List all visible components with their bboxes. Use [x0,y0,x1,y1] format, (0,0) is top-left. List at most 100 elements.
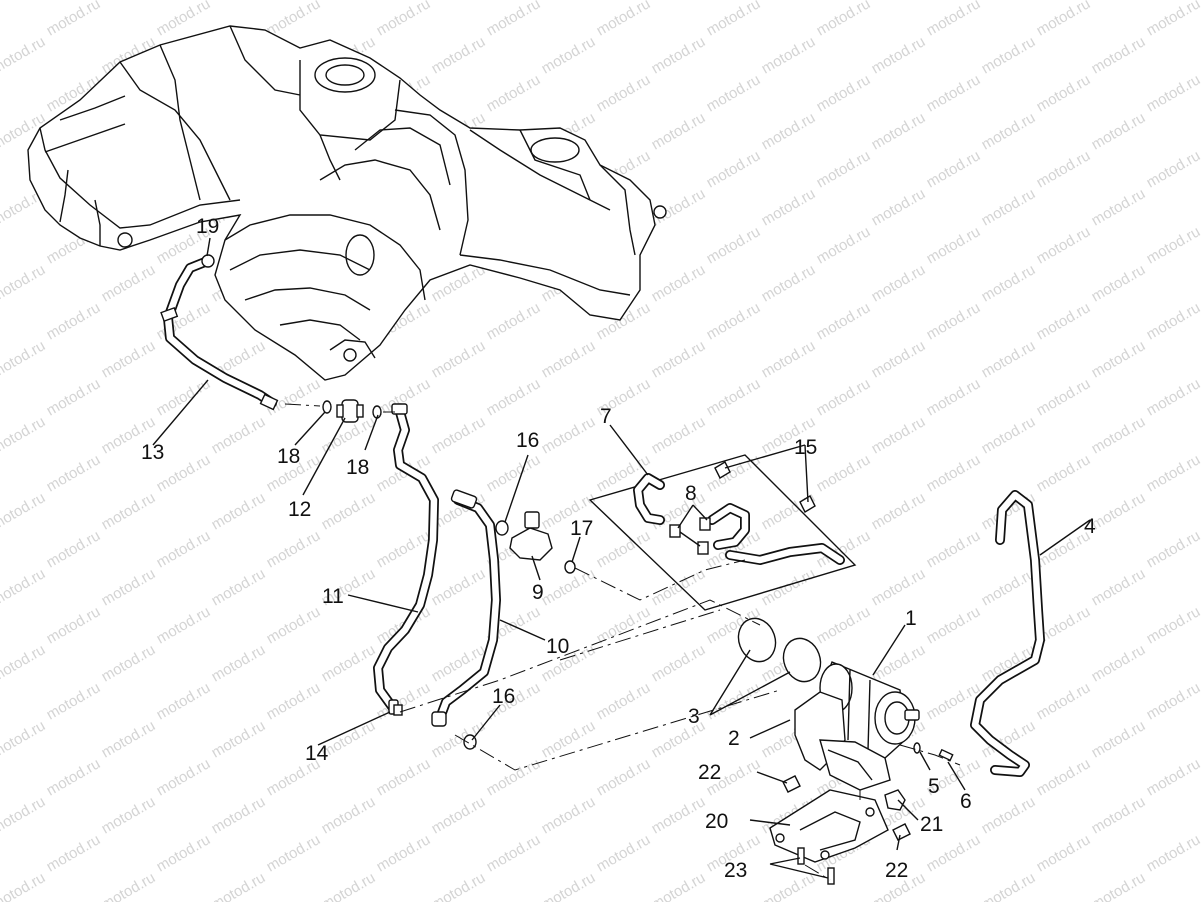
watermark-text: motod.ru [99,565,159,609]
watermark-text: motod.ru [979,0,1039,1]
watermark-text: motod.ru [374,831,434,875]
clamp-18a [322,400,332,414]
watermark-text: motod.ru [539,793,599,837]
watermark-text: motod.ru [814,0,874,39]
watermark-text: motod.ru [594,679,654,723]
watermark-text: motod.ru [429,337,489,381]
watermark-text: motod.ru [0,793,48,837]
watermark-text: motod.ru [154,299,214,343]
watermark-text: motod.ru [1144,0,1202,39]
watermark-text: motod.ru [924,147,984,191]
watermark-text: motod.ru [924,299,984,343]
hose-13 [160,254,279,411]
watermark-text: motod.ru [1034,755,1094,799]
watermark-text: motod.ru [539,413,599,457]
watermark-text: motod.ru [594,0,654,39]
watermark-text: motod.ru [99,489,159,533]
watermark-text: motod.ru [154,679,214,723]
watermark-text: motod.ru [319,641,379,685]
watermark-text: motod.ru [429,0,489,1]
watermark-text: motod.ru [649,413,709,457]
watermark-text: motod.ru [1144,603,1202,647]
watermark-text: motod.ru [1034,147,1094,191]
watermark-text: motod.ru [374,755,434,799]
watermark-text: motod.ru [1089,717,1149,761]
watermark-text: motod.ru [1089,641,1149,685]
watermark-text: motod.ru [429,413,489,457]
watermark-text: motod.ru [209,413,269,457]
washer-5 [913,742,921,754]
bolt-23a [797,847,805,865]
callout-10: 10 [546,635,569,658]
watermark-text: motod.ru [44,527,104,571]
watermark-text: motod.ru [979,869,1039,902]
watermark-text: motod.ru [539,337,599,381]
watermark-text: motod.ru [704,527,764,571]
callout-16-upper: 16 [516,429,539,452]
watermark-text: motod.ru [594,71,654,115]
watermark-text: motod.ru [264,527,324,571]
watermark-text: motod.ru [484,71,544,115]
watermark-text: motod.ru [1034,451,1094,495]
watermark-text: motod.ru [814,603,874,647]
watermark-text: motod.ru [1144,223,1202,267]
callout-19: 19 [196,215,219,238]
watermark-text: motod.ru [0,261,48,305]
watermark-text: motod.ru [99,717,159,761]
clip-15b [799,495,816,513]
callout-20: 20 [705,810,728,833]
clamp-rings-3 [737,617,822,683]
hose-kit-7 [588,454,857,611]
callout-9: 9 [532,581,544,604]
watermark-text: motod.ru [924,527,984,571]
watermark-text: motod.ru [704,147,764,191]
callout-4: 4 [1084,515,1096,538]
watermark-text: motod.ru [539,717,599,761]
watermark-text: motod.ru [1089,109,1149,153]
callout-labels: 1 2 3 4 5 6 7 8 9 10 11 12 13 14 15 16 1… [141,215,1096,882]
watermark-text: motod.ru [99,641,159,685]
watermark-text: motod.ru [979,261,1039,305]
fuel-filter-12 [322,399,382,423]
watermark-text: motod.ru [209,641,269,685]
watermark-text: motod.ru [1034,375,1094,419]
watermark-text: motod.ru [814,71,874,115]
hose-11 [373,403,439,715]
watermark-text: motod.ru [924,451,984,495]
watermark-text: motod.ru [1089,261,1149,305]
watermark-text: motod.ru [99,793,159,837]
watermark-text: motod.ru [484,451,544,495]
watermark-text: motod.ru [319,489,379,533]
watermark-text: motod.ru [1034,299,1094,343]
connector-8b [699,517,711,531]
watermark-text: motod.ru [869,0,929,1]
watermark-text: motod.ru [209,869,269,902]
watermark-text: motod.ru [44,603,104,647]
callout-13: 13 [141,441,164,464]
watermark-text: motod.ru [154,603,214,647]
watermark-text: motod.ru [1034,0,1094,39]
watermark-text: motod.ru [594,755,654,799]
watermark-text: motod.ru [869,565,929,609]
watermark-text: motod.ru [209,717,269,761]
callout-23: 23 [724,859,747,882]
watermark-text: motod.ru [869,261,929,305]
watermark-text: motod.ru [594,831,654,875]
callout-5: 5 [928,775,940,798]
watermark-text: motod.ru [0,869,48,902]
watermark-text: motod.ru [649,33,709,77]
watermark-text: motod.ru [484,375,544,419]
watermark-text: motod.ru [319,793,379,837]
callout-1: 1 [905,607,917,630]
watermark-text: motod.ru [979,793,1039,837]
watermark-text: motod.ru [869,337,929,381]
watermark-text: motod.ru [1034,679,1094,723]
callout-22-upper: 22 [698,761,721,784]
watermark-text: motod.ru [979,337,1039,381]
watermark-text: motod.ru [1144,451,1202,495]
watermark-text: motod.ru [264,603,324,647]
watermark-text: motod.ru [319,869,379,902]
watermark-text: motod.ru [1144,679,1202,723]
